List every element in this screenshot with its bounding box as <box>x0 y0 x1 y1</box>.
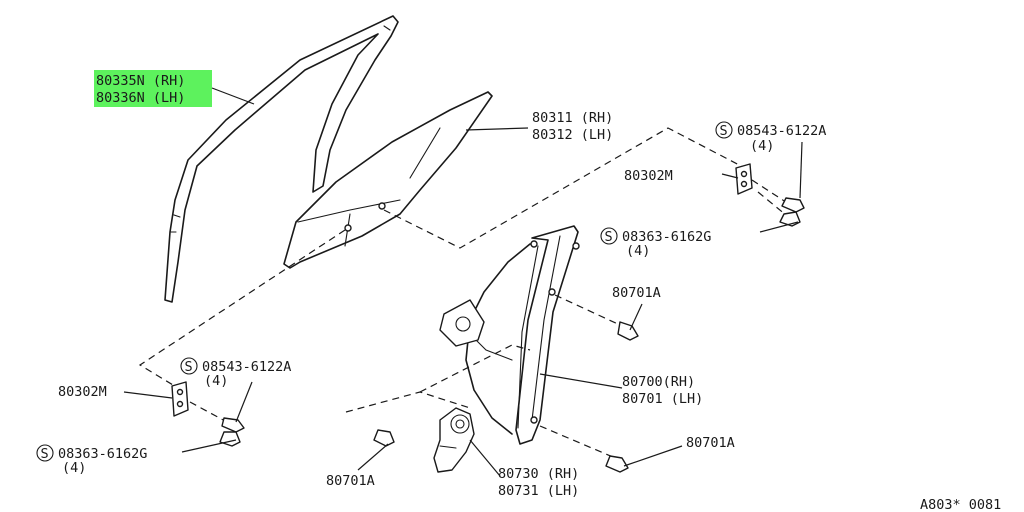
fasteners <box>219 197 805 473</box>
regulator-part <box>439 225 580 445</box>
label-screw-top-right-qty: (4) <box>750 138 774 154</box>
weatherstrip-part <box>164 15 399 303</box>
glass-hole-2 <box>344 224 352 232</box>
label-motor-rh[interactable]: 80730 (RH) <box>498 466 579 482</box>
bolt-80701a-upper <box>617 321 639 341</box>
glass-part <box>283 91 493 269</box>
bracket-left <box>171 381 189 417</box>
s-mark-3: S <box>185 359 193 375</box>
bolt-80701a-right <box>605 455 629 473</box>
motor-part <box>433 407 475 473</box>
label-bolt-top-right[interactable]: 08363-6162G <box>622 229 711 245</box>
part-labels: 80335N (RH) 80336N (LH) 80311 (RH) 80312… <box>58 73 1001 512</box>
glass-hole-1 <box>378 202 386 210</box>
label-weatherstrip-rh[interactable]: 80335N (RH) <box>96 73 185 89</box>
label-weatherstrip-lh[interactable]: 80336N (LH) <box>96 90 185 106</box>
highlight-weatherstrip <box>94 70 212 107</box>
label-glass-rh[interactable]: 80311 (RH) <box>532 110 613 126</box>
label-bolt-top-right-qty: (4) <box>626 243 650 259</box>
label-bolt-left-qty: (4) <box>62 460 86 476</box>
label-diagram-code: A803* 0081 <box>920 497 1001 512</box>
leader-lines <box>123 87 803 477</box>
label-bolt-80701a-right[interactable]: 80701A <box>686 435 735 451</box>
screw-right <box>781 197 805 213</box>
s-mark-1: S <box>720 123 728 139</box>
bolt-80701a-bottom <box>373 429 395 447</box>
label-bracket-right[interactable]: 80302M <box>624 168 673 184</box>
label-screw-top-right[interactable]: 08543-6122A <box>737 123 826 139</box>
label-regulator-lh[interactable]: 80701 (LH) <box>622 391 703 407</box>
bracket-right <box>735 163 753 195</box>
label-bracket-left[interactable]: 80302M <box>58 384 107 400</box>
s-mark-2: S <box>605 229 613 245</box>
s-mark-4: S <box>41 446 49 462</box>
label-motor-lh[interactable]: 80731 (LH) <box>498 483 579 499</box>
standard-part-marks: S S S S <box>36 121 733 462</box>
assembly-lines <box>138 127 796 461</box>
bolt-left <box>219 431 241 447</box>
screw-left <box>221 417 245 433</box>
label-bolt-80701a-bottom[interactable]: 80701A <box>326 473 375 489</box>
label-glass-lh[interactable]: 80312 (LH) <box>532 127 613 143</box>
label-screw-left-qty: (4) <box>204 373 228 389</box>
label-bolt-left[interactable]: 08363-6162G <box>58 446 147 462</box>
label-screw-left[interactable]: 08543-6122A <box>202 359 291 375</box>
label-bolt-80701a-upper[interactable]: 80701A <box>612 285 661 301</box>
label-regulator-rh[interactable]: 80700(RH) <box>622 374 695 390</box>
